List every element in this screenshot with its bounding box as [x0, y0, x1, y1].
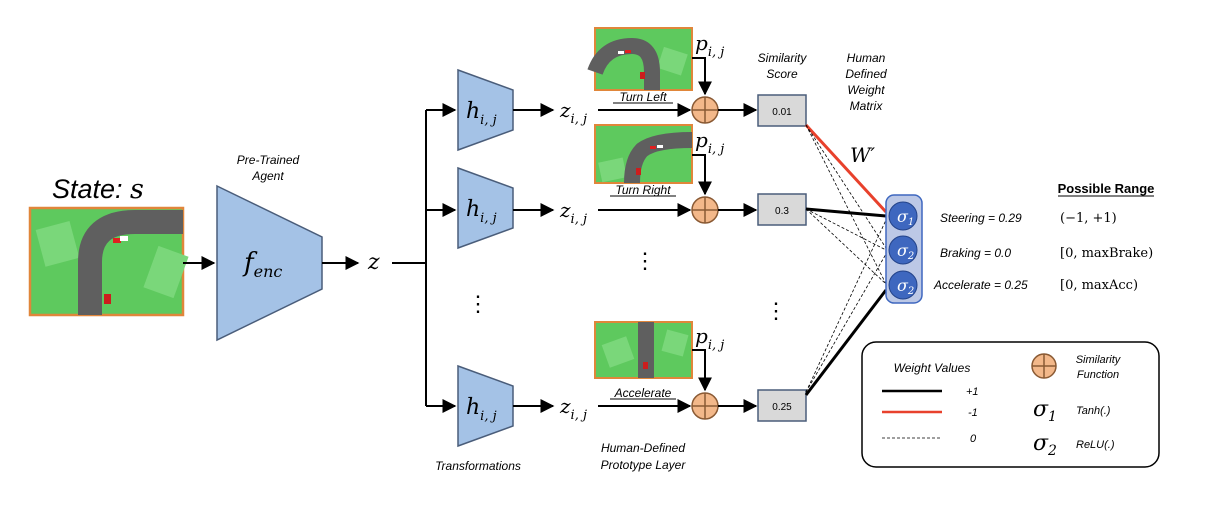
range-steering: (−1, +1)	[1060, 211, 1117, 226]
legend-relu-label: ReLU(.)	[1076, 439, 1115, 451]
z-branch-lines	[392, 103, 457, 413]
svg-text:0.3: 0.3	[775, 206, 789, 217]
sum-to-score-arrows	[718, 103, 758, 413]
pij-label-3: pi, j	[695, 324, 724, 353]
similarity-node-3	[691, 392, 719, 420]
weight-matrix-label-line2: Defined	[845, 67, 887, 81]
z-label: z	[367, 250, 380, 275]
transform-block-1: hi, j	[457, 68, 514, 152]
prototype-image-accelerate	[594, 321, 693, 379]
prototype-label-turn-right: Turn Right	[615, 183, 671, 197]
svg-text:hi, j: hi, j	[466, 99, 497, 128]
state-label: State: s	[52, 174, 144, 205]
legend-similarity-function-line1: Similarity	[1076, 354, 1122, 366]
prototype-image-turn-left	[587, 27, 693, 91]
pij-arrows	[692, 57, 712, 392]
pretrained-label-line2: Agent	[251, 169, 284, 183]
transform-block-3: hi, j	[457, 364, 514, 448]
legend-similarity-node-icon	[1031, 353, 1057, 379]
legend-sigma1-symbol: σ1	[1033, 397, 1057, 425]
legend-negative-value: -1	[968, 407, 978, 419]
svg-text:σ1: σ1	[897, 207, 914, 228]
legend-weight-values-label: Weight Values	[894, 361, 971, 375]
prototype-layer-label-line1: Human-Defined	[601, 441, 685, 455]
legend: Weight Values +1 -1 0 Similarity Functio…	[861, 341, 1160, 468]
sigma-node-steering: σ1	[888, 201, 918, 231]
similarity-node-2	[691, 196, 719, 224]
svg-text:hi, j: hi, j	[466, 395, 497, 424]
score-box-3: 0.25	[757, 389, 807, 422]
weight-matrix-label-line4: Matrix	[850, 99, 884, 113]
zij-label-2: zi, j	[559, 198, 587, 227]
possible-range-header: Possible Range	[1058, 181, 1155, 196]
legend-similarity-function-line2: Function	[1077, 369, 1119, 381]
similarity-score-label-line2: Score	[766, 67, 798, 81]
output-accelerate-label: Accelerate = 0.25	[933, 278, 1028, 292]
encoder-block	[216, 184, 323, 342]
legend-zero-value: 0	[970, 433, 977, 445]
sigma-node-accelerate: σ2	[888, 270, 918, 300]
prototype-ellipsis: ⋮	[634, 249, 656, 274]
weight-matrix-label-line1: Human	[847, 51, 886, 65]
prototype-image-turn-right	[594, 124, 693, 184]
svg-text:σ2: σ2	[897, 241, 914, 262]
zij-label-1: zi, j	[559, 98, 587, 127]
output-steering-label: Steering = 0.29	[940, 211, 1022, 225]
score-box-2: 0.3	[757, 193, 807, 226]
svg-text:σ2: σ2	[897, 276, 914, 297]
pretrained-label-line1: Pre-Trained	[237, 153, 300, 167]
weight-matrix-label-line3: Weight	[847, 83, 885, 97]
similarity-score-label-line1: Similarity	[758, 51, 808, 65]
w-prime-label: W′	[850, 143, 876, 167]
score-ellipsis: ⋮	[765, 299, 787, 324]
similarity-node-1	[691, 96, 719, 124]
transform-to-zij-arrows	[513, 103, 555, 413]
pij-label-2: pi, j	[695, 128, 724, 157]
legend-sigma2-symbol: σ2	[1033, 431, 1057, 459]
svg-text:0.01: 0.01	[772, 107, 792, 118]
output-braking-label: Braking = 0.0	[940, 246, 1011, 260]
zij-to-sum-arrows	[598, 103, 692, 413]
sigma-node-braking: σ2	[888, 235, 918, 265]
prototype-label-turn-left: Turn Left	[619, 90, 667, 104]
transformations-label: Transformations	[435, 459, 521, 473]
score-box-1: 0.01	[757, 94, 807, 127]
transform-block-2: hi, j	[457, 166, 514, 250]
legend-tanh-label: Tanh(.)	[1076, 405, 1111, 417]
svg-text:hi, j: hi, j	[466, 197, 497, 226]
weight-connections	[804, 123, 888, 396]
svg-text:0.25: 0.25	[772, 402, 792, 413]
pij-label-1: pi, j	[695, 31, 724, 60]
state-image	[28, 206, 189, 317]
range-accelerate: [0, maxAcc)	[1060, 278, 1138, 293]
zij-label-3: zi, j	[559, 394, 587, 423]
prototype-layer-label-line2: Prototype Layer	[601, 458, 687, 472]
transform-ellipsis: ⋮	[467, 292, 489, 317]
prototype-label-accelerate: Accelerate	[614, 386, 672, 400]
range-braking: [0, maxBrake)	[1060, 246, 1153, 261]
legend-positive-value: +1	[966, 386, 979, 398]
